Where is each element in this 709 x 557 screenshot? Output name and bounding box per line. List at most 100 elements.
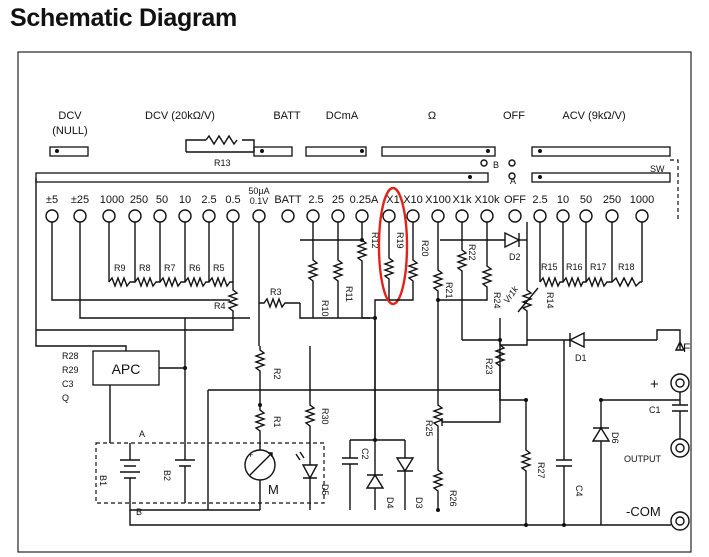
pos-label-0-25a: 0.25A xyxy=(350,194,379,206)
meter-plus: + xyxy=(248,450,253,460)
highlight-x1-circle xyxy=(377,186,409,306)
d3-diode xyxy=(395,440,415,510)
label-r24: R24 xyxy=(492,292,502,309)
pos-label-0-1v: 0.1V xyxy=(250,196,269,206)
label-r10: R10 xyxy=(320,300,330,317)
pos-label-50ua: 50µA xyxy=(248,186,269,196)
label-com: -COM xyxy=(626,504,661,519)
header-dcv: DCV (20kΩ/V) xyxy=(145,110,215,122)
apc-side-q: Q xyxy=(62,393,69,403)
pos-label-0-5: 0.5 xyxy=(225,194,240,206)
pos-label-x1k: X1k xyxy=(453,194,472,206)
handwritten-note: Vr1k xyxy=(501,284,520,305)
outer-frame xyxy=(17,51,692,553)
r30-resistor xyxy=(304,346,316,450)
contact-bar-dcv xyxy=(35,172,489,183)
apc-label: APC xyxy=(112,361,141,377)
c1-capacitor xyxy=(672,392,688,440)
pos-label-x1: X1 xyxy=(386,194,399,206)
b2-battery xyxy=(175,459,195,503)
pos-label-2-5-ma: 2.5 xyxy=(308,194,323,206)
label-batt-a: A xyxy=(139,429,145,439)
c4-capacitor xyxy=(556,340,572,525)
label-r15: R15 xyxy=(541,262,558,272)
r2-resistor xyxy=(254,346,266,405)
label-r2: R2 xyxy=(272,368,282,380)
header-ohm: Ω xyxy=(428,110,436,122)
label-d3: D3 xyxy=(414,497,424,509)
r23-resistor xyxy=(494,318,506,390)
battery-compartment xyxy=(95,442,325,504)
label-r18: R18 xyxy=(618,262,635,272)
pos-label-50: 50 xyxy=(156,194,168,206)
label-r6: R6 xyxy=(189,263,201,273)
contact-bar-dcma xyxy=(305,146,367,157)
contact-bar-acv-lower xyxy=(531,172,671,183)
label-r14: R14 xyxy=(545,292,555,309)
apc-side-r29: R29 xyxy=(62,365,79,375)
label-d6: D6 xyxy=(610,432,620,444)
label-r12: R12 xyxy=(370,232,380,249)
label-c4: C4 xyxy=(574,485,584,497)
label-batt-b: B xyxy=(136,507,142,517)
pos-label-x100: X100 xyxy=(425,194,451,206)
pos-label-off: OFF xyxy=(504,194,526,206)
acv-multiplier-ladder xyxy=(539,276,642,288)
d6-diode xyxy=(591,400,611,525)
r22-resistor xyxy=(456,222,468,340)
label-fuse: F xyxy=(683,341,690,355)
label-r3: R3 xyxy=(270,287,282,297)
pos-label-250: 250 xyxy=(130,194,148,206)
r4-resistor xyxy=(100,282,239,331)
pos-label-10: 10 xyxy=(179,194,191,206)
d1-diode xyxy=(527,331,657,349)
label-r30: R30 xyxy=(320,408,330,425)
label-r27: R27 xyxy=(536,462,546,479)
meter-label: M xyxy=(268,482,279,497)
pos-label-2-5: 2.5 xyxy=(201,194,216,206)
d2-diode xyxy=(504,231,521,249)
r12-resistor xyxy=(356,222,368,318)
label-c2: C2 xyxy=(360,448,370,460)
label-r11: R11 xyxy=(344,286,354,302)
pos-label-ac-250: 250 xyxy=(603,194,621,206)
r3-resistor xyxy=(259,297,300,309)
label-r9: R9 xyxy=(114,263,126,273)
pos-label-25-ma: 25 xyxy=(332,194,344,206)
label-r20: R20 xyxy=(420,240,430,257)
contact-bar-batt xyxy=(253,146,293,157)
label-b2: B2 xyxy=(162,470,172,481)
r21-resistor xyxy=(432,222,444,300)
label-switch-a: A xyxy=(510,176,516,186)
pos-label-ac-50: 50 xyxy=(580,194,592,206)
label-r19: R19 xyxy=(395,232,405,249)
r1-resistor xyxy=(254,405,266,450)
label-sw: SW xyxy=(650,164,665,174)
apc-side-r28: R28 xyxy=(62,351,79,361)
page-title: Schematic Diagram xyxy=(10,4,237,32)
pos-label-pm25: ±25 xyxy=(71,194,89,206)
header-off: OFF xyxy=(503,110,525,122)
label-r13: R13 xyxy=(214,158,231,168)
label-r22: R22 xyxy=(467,244,477,261)
contact-bar-acv-upper xyxy=(531,146,671,157)
contact-bar-ohm xyxy=(381,146,496,157)
header-dcv-null-1: DCV xyxy=(58,110,82,122)
label-d1: D1 xyxy=(575,353,587,363)
pos-label-x10k: X10k xyxy=(474,194,500,206)
contact-bar-null xyxy=(49,146,89,157)
r24-resistor xyxy=(438,222,493,301)
r26-resistor xyxy=(432,440,444,510)
apc-side-c3: C3 xyxy=(62,379,74,389)
label-r26: R26 xyxy=(448,490,458,507)
selector-terminals xyxy=(45,209,649,223)
label-switch-b: B xyxy=(493,160,499,170)
label-r16: R16 xyxy=(566,262,583,272)
dcv-multiplier-ladder xyxy=(108,276,233,288)
label-output: OUTPUT xyxy=(624,454,662,464)
header-dcma: DCmA xyxy=(326,110,359,122)
label-b1: B1 xyxy=(98,475,108,486)
pos-label-ac-1000: 1000 xyxy=(630,194,654,206)
label-r8: R8 xyxy=(139,263,151,273)
